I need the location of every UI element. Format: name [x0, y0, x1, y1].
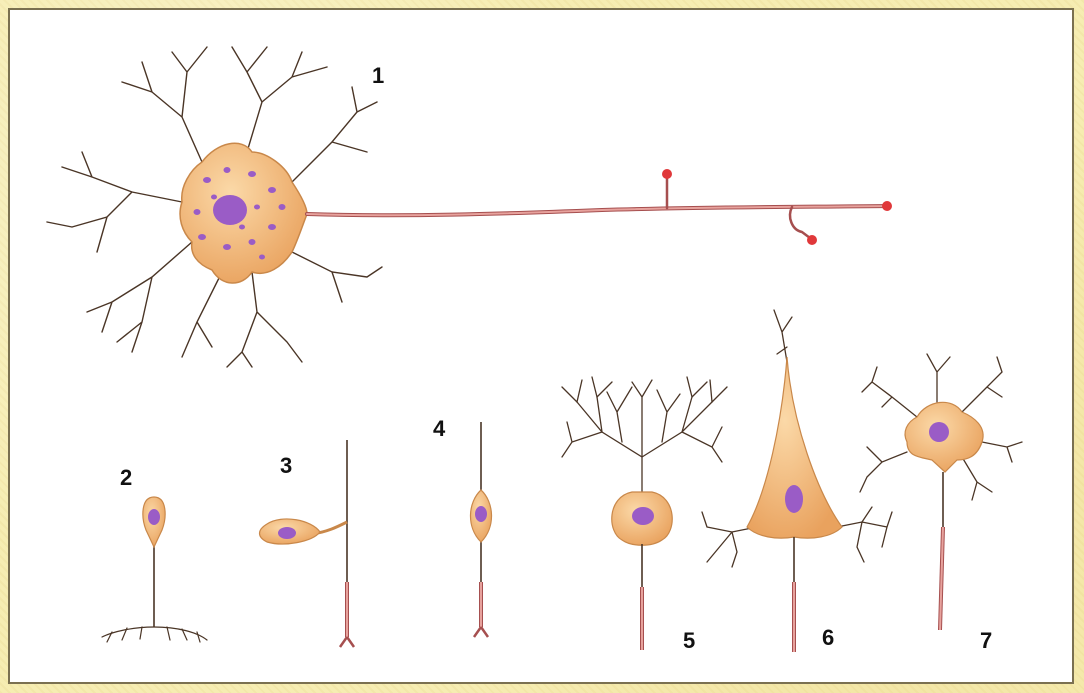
neuron-1-multipolar: [47, 47, 892, 367]
neuron-7-nucleus: [929, 422, 949, 442]
neuron-1-axon: [307, 178, 887, 238]
label-neuron-6: 6: [822, 627, 834, 649]
neuron-5-dendritic-tree: [562, 377, 727, 492]
label-neuron-3: 3: [280, 455, 292, 477]
neuron-types-diagram: [10, 10, 1076, 686]
diagram-panel: 1 2 3 4 5 6 7: [8, 8, 1074, 684]
label-neuron-7: 7: [980, 630, 992, 652]
neuron-5-nucleus: [632, 507, 654, 525]
label-neuron-1: 1: [372, 65, 384, 87]
neuron-4-nucleus: [475, 506, 487, 522]
neuron-2-nucleus: [148, 509, 160, 525]
neuron-2-unipolar: [102, 497, 207, 642]
label-neuron-5: 5: [683, 630, 695, 652]
label-neuron-2: 2: [120, 467, 132, 489]
neuron-6-pyramidal: [702, 310, 892, 652]
label-neuron-4: 4: [433, 418, 445, 440]
neuron-1-nucleus: [213, 195, 247, 225]
neuron-6-nucleus: [785, 485, 803, 513]
neuron-3-pseudounipolar: [260, 440, 355, 647]
neuron-3-nucleus: [278, 527, 296, 539]
neuron-7-multipolar: [860, 354, 1022, 630]
neuron-4-bipolar: [470, 422, 491, 637]
neuron-2-terminal-branches: [102, 627, 207, 642]
